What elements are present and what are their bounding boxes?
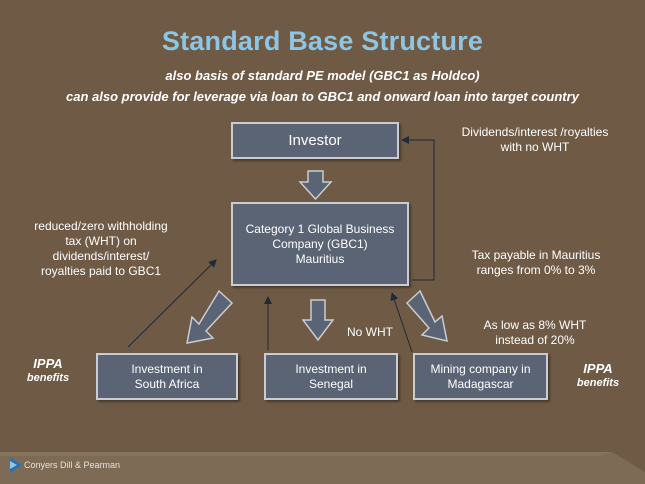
gbc1-label-line-2: Company (GBC1) [272,236,368,251]
gbc1-label-line-1: Category 1 Global Business [245,221,395,236]
subtitle-line-2: can also provide for leverage via loan t… [66,89,579,104]
diagonal-block-arrow-south-africa [186,289,234,344]
gbc1-box: Category 1 Global Business Company (GBC1… [231,202,409,286]
down-block-arrow-investor [298,170,333,201]
tax-payable-note: Tax payable in Mauritius ranges from 0% … [448,248,624,278]
ippa-benefits-right: IPPA benefits [568,361,628,390]
senegal-box: Investment in Senegal [264,353,398,400]
low-wht-note-line-1: As low as 8% WHT [483,318,587,332]
return-arrow-investor [401,136,435,281]
footer-brand: Conyers Dill & Pearman [24,460,121,470]
south-africa-label-line-2: South Africa [134,376,200,391]
madagascar-label-line-1: Mining company in [430,361,531,376]
conyers-logo-icon [10,457,22,473]
investor-label: Investor [288,132,342,149]
investor-box: Investor [231,122,399,159]
no-wht-note: No WHT [347,325,393,339]
tax-payable-note-line-1: Tax payable in Mauritius [471,248,601,262]
footer-band [0,452,645,484]
tax-payable-note-line-2: ranges from 0% to 3% [476,263,596,277]
dividends-note-line-1: Dividends/interest /royalties [461,125,609,139]
ippa-left-line-2: benefits [26,372,70,384]
dividends-note: Dividends/interest /royalties with no WH… [440,125,630,155]
ippa-right-line-1: IPPA [583,361,613,376]
madagascar-label-line-2: Madagascar [447,376,514,391]
senegal-label-line-1: Investment in [295,361,367,376]
south-africa-box: Investment in South Africa [96,353,238,400]
subtitle-line-1: also basis of standard PE model (GBC1 as… [165,68,480,83]
return-arrow-madagascar [390,292,413,353]
reduced-wht-note: reduced/zero withholding tax (WHT) on di… [18,219,184,279]
ippa-left-line-1: IPPA [33,356,63,371]
senegal-label-line-2: Senegal [308,376,354,391]
ippa-benefits-left: IPPA benefits [18,356,78,385]
down-block-arrow-senegal [301,299,335,342]
low-wht-note-line-2: instead of 20% [495,333,575,347]
reduced-wht-note-line-2: tax (WHT) on [65,234,137,248]
south-africa-label-line-1: Investment in [131,361,203,376]
madagascar-box: Mining company in Madagascar [413,353,548,400]
return-arrow-south-africa [127,259,217,348]
ippa-right-line-2: benefits [576,377,620,389]
diagonal-block-arrow-madagascar [405,289,448,343]
low-wht-note: As low as 8% WHT instead of 20% [465,318,605,348]
gbc1-label-line-3: Mauritius [295,251,345,266]
reduced-wht-note-line-3: dividends/interest/ [52,249,150,263]
reduced-wht-note-line-1: reduced/zero withholding [34,219,168,233]
slide-title: Standard Base Structure [161,26,484,56]
dividends-note-line-2: with no WHT [500,140,570,154]
reduced-wht-note-line-4: royalties paid to GBC1 [40,264,162,278]
